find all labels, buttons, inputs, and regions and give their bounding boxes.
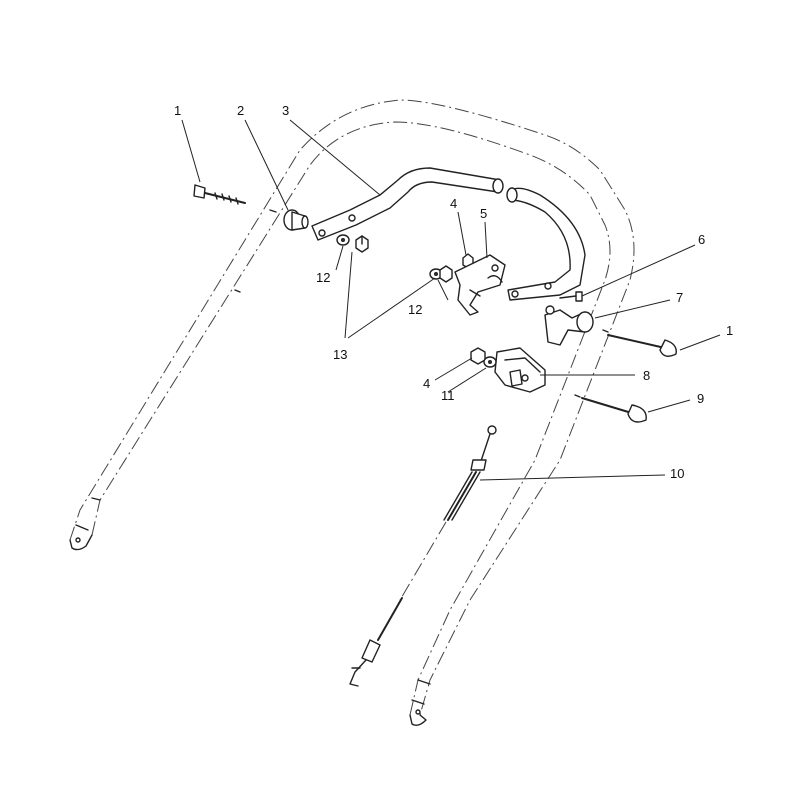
callout-10: 10 <box>670 466 684 481</box>
screw-small <box>559 291 583 302</box>
callout-1-right: 1 <box>726 323 733 338</box>
callout-7: 7 <box>676 290 683 305</box>
callout-8: 8 <box>643 368 650 383</box>
callout-1-left: 1 <box>174 103 181 118</box>
callout-13: 13 <box>333 347 347 362</box>
control-cable <box>349 425 497 687</box>
callout-6: 6 <box>698 232 705 247</box>
callout-labels: 1 2 3 4 5 6 7 1 12 12 13 4 11 8 9 10 <box>174 103 733 481</box>
callout-12-left: 12 <box>316 270 330 285</box>
callout-12-right: 12 <box>408 302 422 317</box>
nut-lower <box>470 347 497 368</box>
callout-11: 11 <box>441 388 455 403</box>
bolt-right <box>607 334 677 357</box>
leader-lines <box>181 119 721 481</box>
washer-nut-left <box>336 234 369 253</box>
knob-left <box>283 209 309 231</box>
callout-2: 2 <box>237 103 244 118</box>
cable-bracket <box>454 254 506 316</box>
callout-4-lower: 4 <box>423 376 430 391</box>
callout-9: 9 <box>697 391 704 406</box>
cable-housing <box>494 347 546 393</box>
operator-bar <box>311 167 586 301</box>
callout-4-top: 4 <box>450 196 457 211</box>
washer-nut-right <box>429 265 453 283</box>
callout-5: 5 <box>480 206 487 221</box>
callout-3: 3 <box>282 103 289 118</box>
control-lever <box>544 305 594 346</box>
lower-handle-frame <box>69 99 635 727</box>
bolt-long <box>581 397 647 423</box>
bolt-left <box>193 184 246 205</box>
